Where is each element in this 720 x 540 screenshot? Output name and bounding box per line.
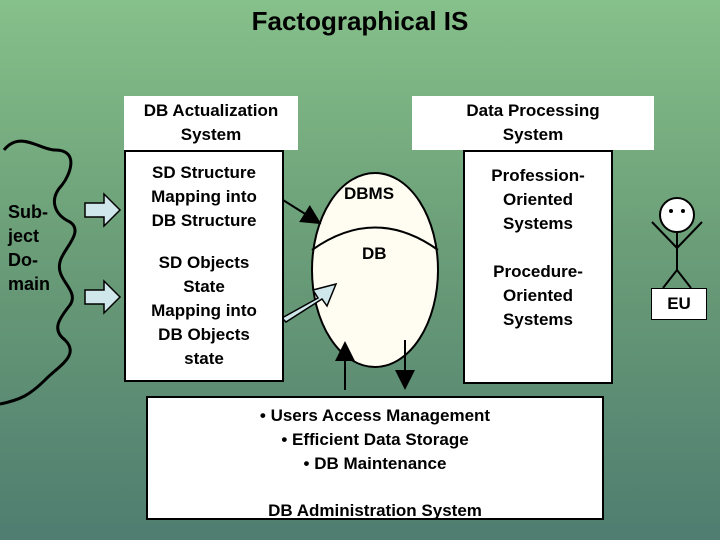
db-label: DB	[362, 244, 387, 263]
db-admin-label: DB Administration System	[268, 501, 482, 520]
procedure-oriented-label: Procedure- Oriented Systems	[493, 262, 583, 329]
admin-functions-list: • Users Access Management • Efficient Da…	[259, 406, 491, 473]
subject-domain-label: Sub- ject Do- main	[8, 202, 51, 294]
db-ellipse	[311, 172, 439, 368]
db-actualization-box: DB Actualization System	[124, 96, 298, 150]
data-processing-box: Data Processing System	[412, 96, 654, 150]
dbms-divider	[311, 226, 439, 251]
sd-objects-box: SD Objects State Mapping into DB Objects…	[124, 242, 284, 382]
subject-domain-wave	[0, 139, 77, 406]
domain-arrow-upper	[84, 192, 122, 228]
structure-to-dbms-arrow	[282, 199, 322, 225]
objects-to-db-arrow	[280, 282, 338, 323]
profession-oriented-label: Profession- Oriented Systems	[491, 166, 585, 233]
eu-label-box: EU	[651, 288, 707, 320]
user-systems-box: Profession- Oriented Systems Procedure- …	[463, 150, 613, 384]
domain-arrow-lower	[84, 279, 122, 315]
end-user-figure	[651, 197, 703, 289]
admin-functions-box: • Users Access Management • Efficient Da…	[146, 396, 604, 520]
sd-structure-box: SD Structure Mapping into DB Structure	[124, 150, 284, 244]
dbms-label: DBMS	[344, 184, 395, 203]
diagram-title: Factographical IS	[251, 6, 469, 36]
